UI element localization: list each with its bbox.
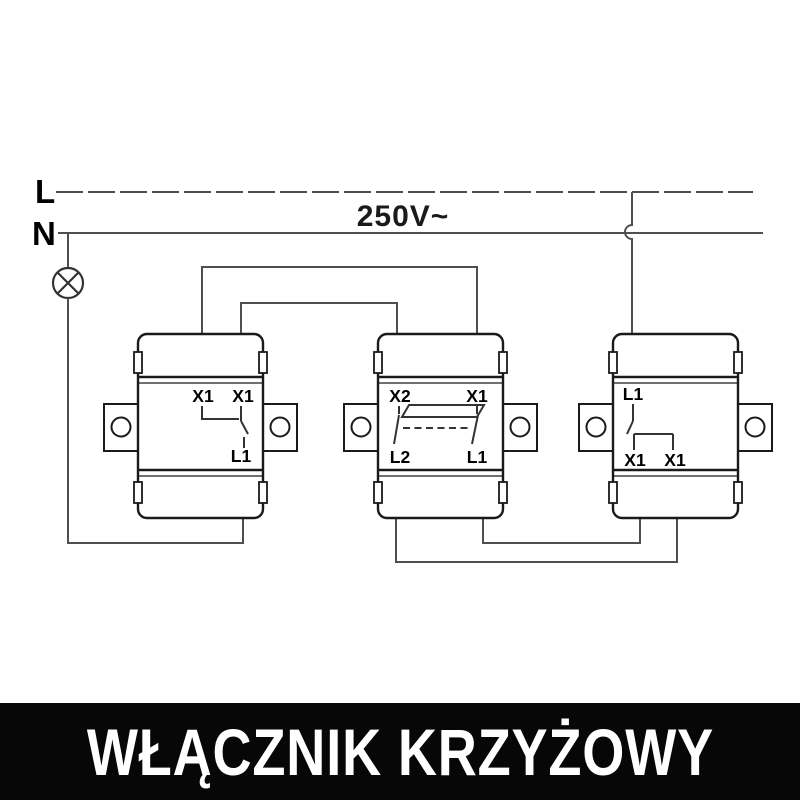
side-clip xyxy=(133,351,143,374)
neutral-label: N xyxy=(32,215,56,252)
mount-ear-left xyxy=(103,403,141,452)
title-banner: WŁĄCZNIK KRZYŻOWY xyxy=(0,703,800,800)
terminal-label: X2 xyxy=(389,386,411,406)
switch-right: L1 X1 X1 xyxy=(578,332,773,520)
terminal-label: L1 xyxy=(231,446,252,466)
side-clip xyxy=(608,481,618,504)
terminal-label: X1 xyxy=(466,386,488,406)
terminal-label: X1 xyxy=(232,386,254,406)
switch-contact-symbol xyxy=(201,406,249,448)
screw-hole-right xyxy=(269,416,291,438)
side-clip xyxy=(608,351,618,374)
switch-body xyxy=(611,332,740,520)
phase-label: L xyxy=(35,173,55,210)
mount-ear-right xyxy=(735,403,773,452)
terminal-label: X1 xyxy=(664,450,686,470)
side-clip xyxy=(733,351,743,374)
side-clip xyxy=(133,481,143,504)
wire-bridge-inner-top xyxy=(240,302,398,334)
side-clip xyxy=(373,481,383,504)
side-clip xyxy=(258,481,268,504)
wire-bridge-outer-bottom xyxy=(395,518,678,563)
screw-hole-left xyxy=(585,416,607,438)
terminal-label: X1 xyxy=(192,386,214,406)
wire-l-to-right-switch xyxy=(624,192,633,334)
mount-ear-right xyxy=(500,403,538,452)
mount-ear-right xyxy=(260,403,298,452)
switch-body xyxy=(376,332,505,520)
side-clip xyxy=(373,351,383,374)
banner-title: WŁĄCZNIK KRZYŻOWY xyxy=(86,714,714,789)
screw-hole-left xyxy=(350,416,372,438)
terminal-label: L2 xyxy=(390,447,411,467)
terminal-label: L1 xyxy=(467,447,488,467)
wiring-diagram: L N 250V~ X1 X1 L1 xyxy=(32,173,773,563)
lamp-icon xyxy=(51,266,85,300)
side-clip xyxy=(733,481,743,504)
screw-hole-right xyxy=(509,416,531,438)
terminal-label: X1 xyxy=(624,450,646,470)
mount-ear-left xyxy=(343,403,381,452)
cross-switch-contact-symbol xyxy=(393,404,486,445)
voltage-label: 250V~ xyxy=(357,200,450,233)
terminal-label: L1 xyxy=(623,384,644,404)
switch-body xyxy=(136,332,265,520)
mount-ear-left xyxy=(578,403,616,452)
switch-contact-symbol xyxy=(626,404,674,450)
switch-middle: X2 X1 L2 L1 xyxy=(343,332,538,520)
switch-left: X1 X1 L1 xyxy=(103,332,298,520)
side-clip xyxy=(498,481,508,504)
wire-bridge-outer-top xyxy=(201,266,478,334)
wire-lamp-to-left-switch xyxy=(67,298,244,544)
screw-hole-left xyxy=(110,416,132,438)
screw-hole-right xyxy=(744,416,766,438)
wire-bridge-inner-bottom xyxy=(482,518,641,544)
side-clip xyxy=(258,351,268,374)
side-clip xyxy=(498,351,508,374)
